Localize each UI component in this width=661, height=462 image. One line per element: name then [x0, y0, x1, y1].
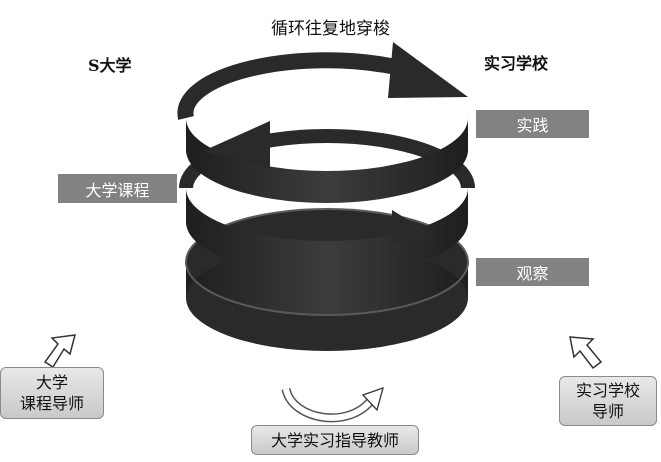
heading-university: S大学 [88, 56, 132, 75]
university-mentor-line-1: 大学 [35, 373, 68, 392]
school-mentor-box: 实习学校 导师 [559, 376, 657, 426]
label-university-course: 大学课程 [58, 174, 177, 203]
diagram-title: 循环往复地穿梭 [271, 19, 390, 39]
heading-practice-school: 实习学校 [484, 54, 549, 73]
university-mentor-line-2: 课程导师 [19, 394, 84, 413]
university-mentor-box: 大学 课程导师 [0, 367, 104, 419]
label-practice: 实践 [476, 110, 589, 138]
arrow-head-left [203, 121, 270, 168]
arrow-head-right [392, 210, 438, 243]
supervisor-box: 大学实习指导教师 [251, 425, 419, 455]
supervisor-label: 大学实习指导教师 [270, 430, 399, 450]
arrow-up-left-icon [569, 336, 603, 370]
arrow-up-right-icon [43, 334, 77, 369]
curved-arrow-icon [281, 386, 384, 423]
arrow-head-top-right [388, 42, 468, 98]
school-mentor-line-2: 导师 [591, 402, 624, 421]
school-mentor-line-1: 实习学校 [575, 381, 640, 400]
label-observation: 观察 [476, 258, 589, 286]
spiral-ring-top [177, 52, 468, 203]
